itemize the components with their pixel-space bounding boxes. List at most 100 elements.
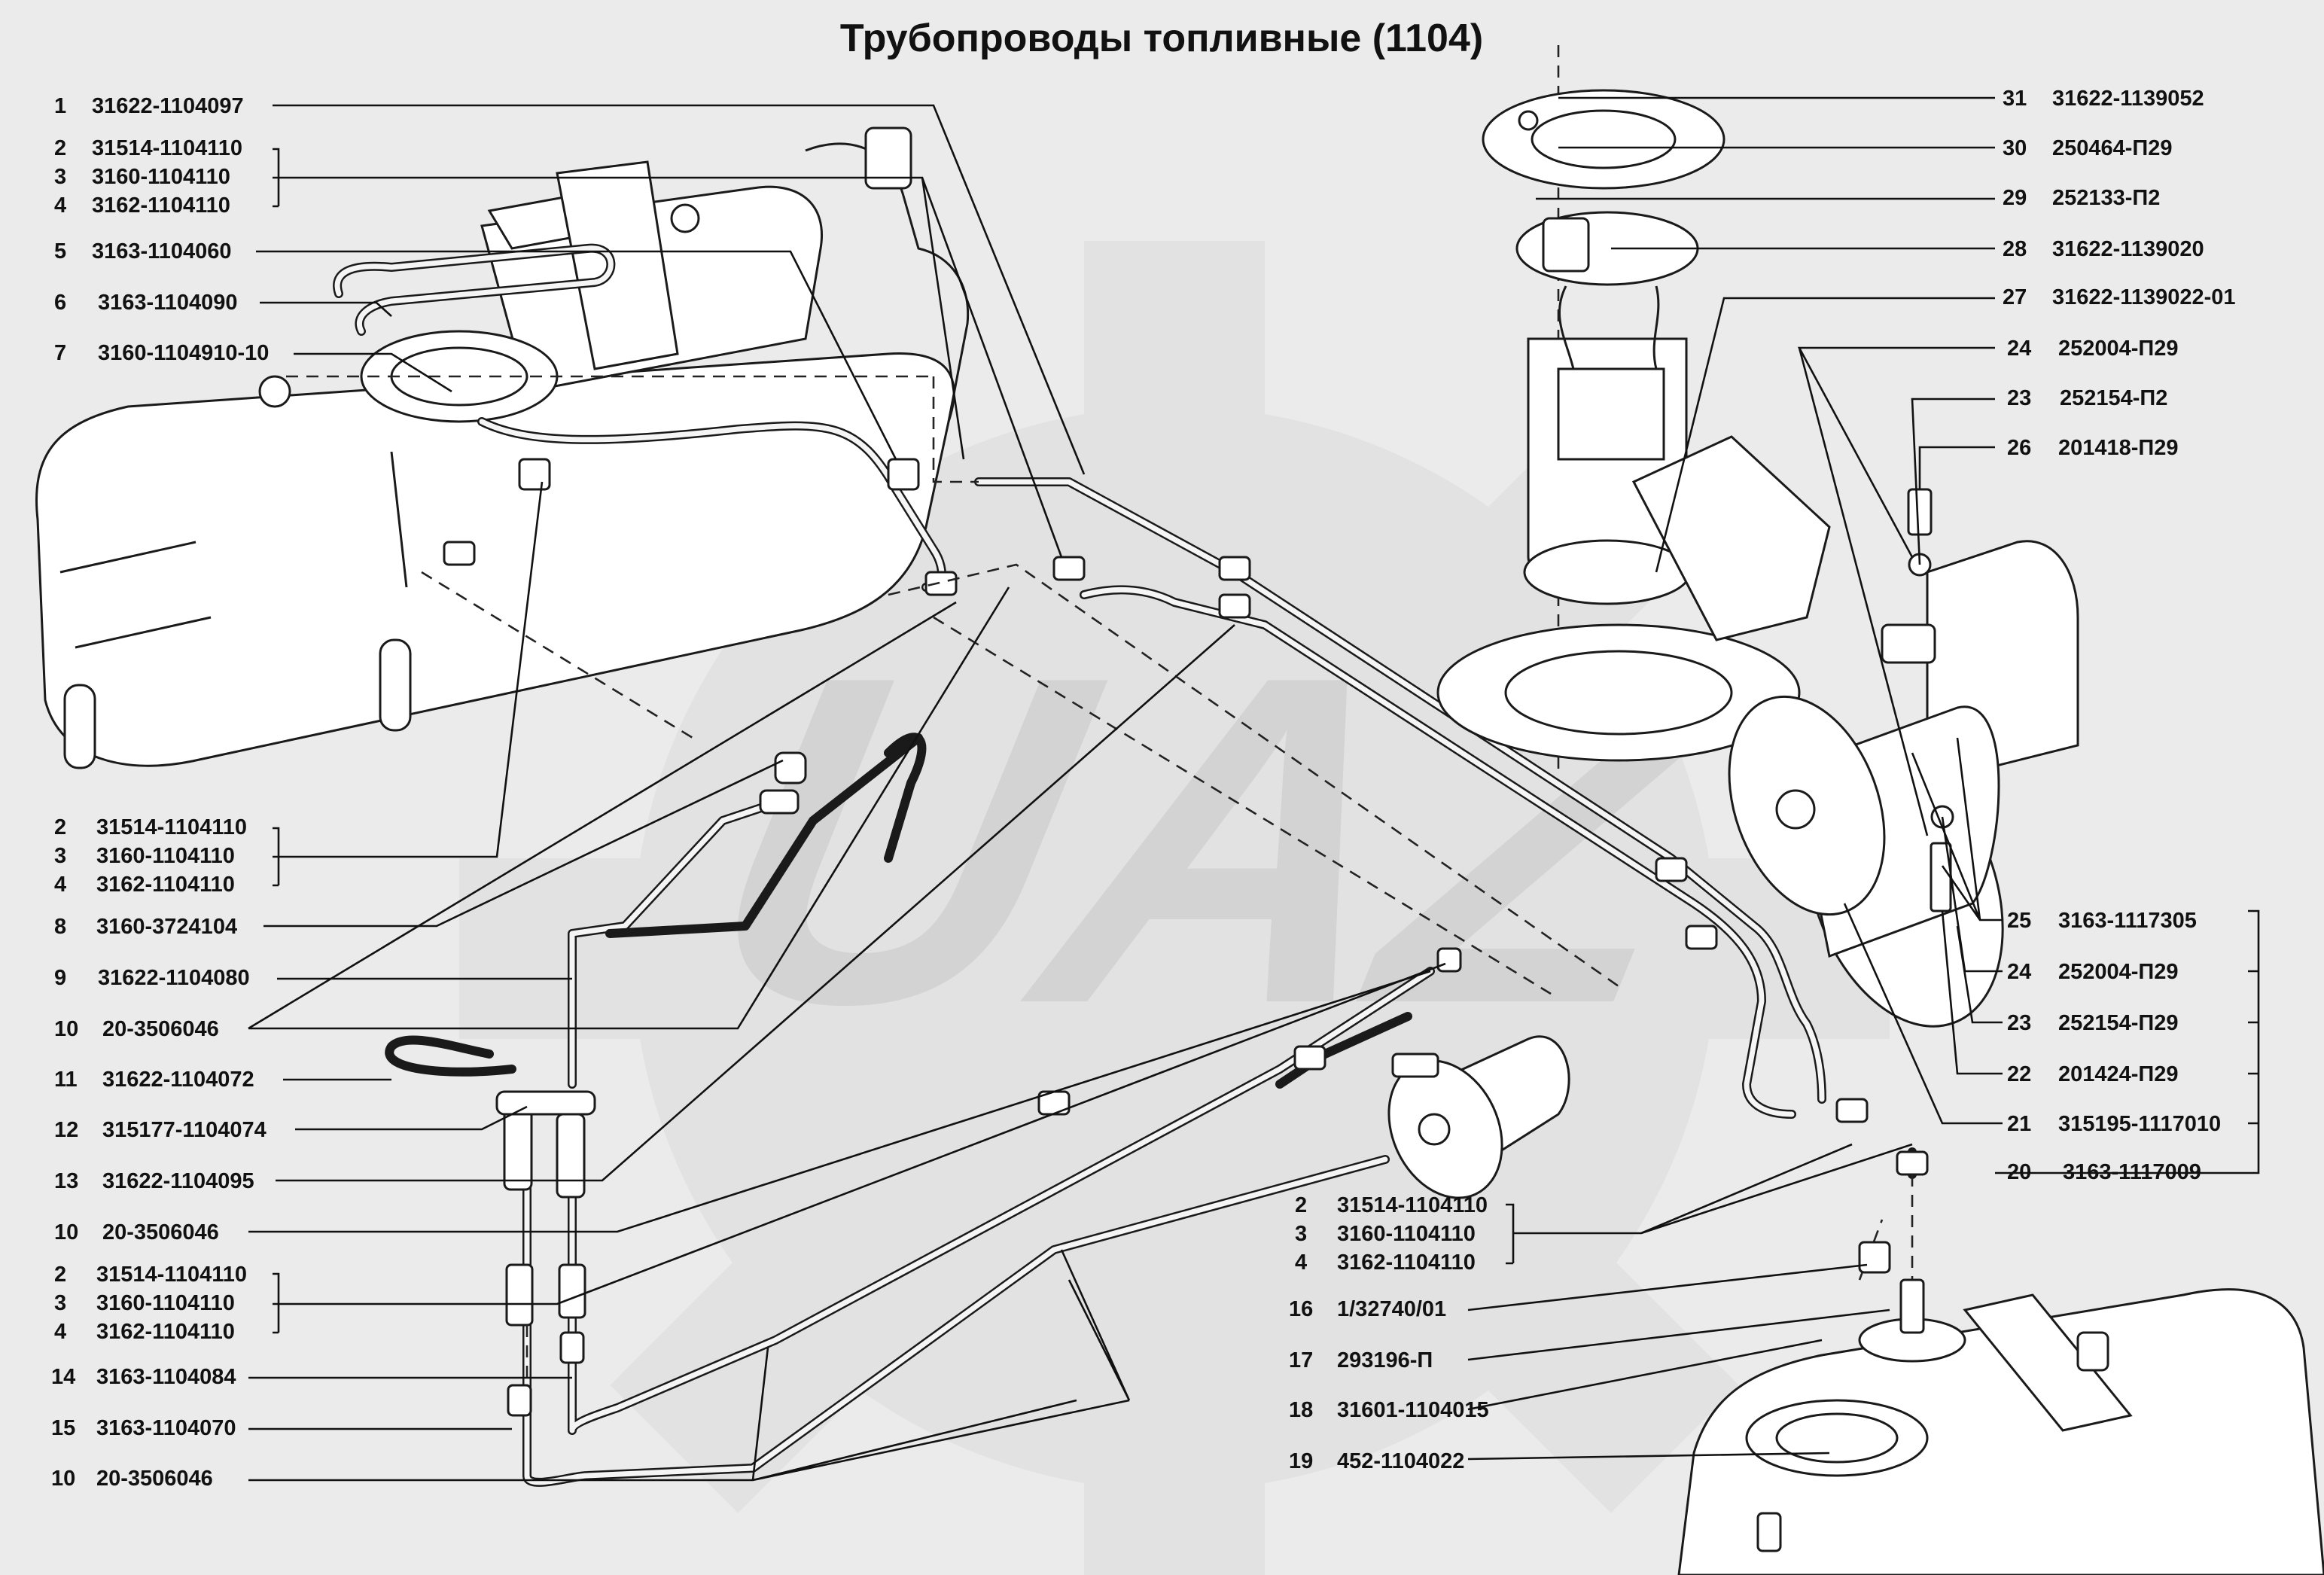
callout-code: 293196-П	[1337, 1348, 1433, 1372]
svg-text:31622-1104095: 31622-1104095	[102, 1169, 254, 1193]
callout-number: 14	[51, 1365, 75, 1389]
svg-text:3160-1104110: 3160-1104110	[92, 165, 230, 189]
callout-number: 12	[54, 1118, 78, 1142]
svg-text:15: 15	[51, 1416, 75, 1440]
svg-text:3: 3	[54, 844, 66, 868]
svg-text:452-1104022: 452-1104022	[1337, 1449, 1464, 1473]
callout-code: 3160-1104910-10	[98, 341, 269, 365]
callout-code: 3163-1104090	[98, 291, 237, 315]
svg-text:7: 7	[54, 341, 66, 365]
svg-text:31514-1104110: 31514-1104110	[96, 815, 247, 839]
svg-text:315177-1104074: 315177-1104074	[102, 1118, 267, 1142]
callout-number: 13	[54, 1169, 78, 1193]
callout-code: 3163-1104070	[96, 1416, 236, 1440]
svg-text:16: 16	[1289, 1297, 1313, 1321]
callout-code: 31622-1139020	[2052, 237, 2204, 261]
callouts-right-top: 31 31622-1139052 30 250464-П29 29 252133…	[2003, 87, 2236, 460]
svg-text:31622-1139022-01: 31622-1139022-01	[2052, 285, 2236, 309]
svg-text:20-3506046: 20-3506046	[102, 1220, 219, 1244]
fuel-filter-right	[1728, 488, 2079, 1028]
callout-code: 20-3506046	[102, 1220, 219, 1244]
svg-text:6: 6	[54, 291, 66, 315]
svg-text:19: 19	[1289, 1449, 1313, 1473]
svg-text:250464-П29: 250464-П29	[2052, 136, 2173, 160]
callout-code: 3160-1104110	[96, 844, 235, 868]
callouts-right-mid: 25 3163-1117305 24 252004-П29 23 252154-…	[2007, 909, 2221, 1184]
callout-number: 18	[1289, 1398, 1313, 1422]
svg-text:4: 4	[54, 193, 66, 218]
callout-code: 31514-1104110	[92, 136, 242, 160]
svg-text:20-3506046: 20-3506046	[102, 1017, 219, 1041]
callout-code: 252004-П29	[2058, 337, 2179, 361]
callout-number: 4	[54, 873, 66, 897]
callout-number: 3	[54, 165, 66, 189]
svg-text:3162-1104110: 3162-1104110	[96, 873, 235, 897]
callout-code: 31514-1104110	[1337, 1193, 1488, 1217]
callouts-left: 1 31622-1104097 2 31514-1104110 3 3160-1…	[51, 94, 269, 1491]
callout-number: 24	[2007, 337, 2031, 361]
svg-text:9: 9	[54, 966, 66, 990]
svg-text:31514-1104110: 31514-1104110	[92, 136, 242, 160]
svg-text:11: 11	[54, 1068, 78, 1092]
callout-code: 31514-1104110	[96, 815, 247, 839]
svg-text:1/32740/01: 1/32740/01	[1337, 1297, 1446, 1321]
callout-code: 31622-1139022-01	[2052, 285, 2236, 309]
callout-code: 252133-П2	[2052, 186, 2160, 210]
callout-code: 315195-1117010	[2058, 1112, 2221, 1136]
fuel-filter-middle	[1387, 1035, 1570, 1199]
svg-text:252154-П2: 252154-П2	[2060, 386, 2167, 410]
svg-text:3162-1104110: 3162-1104110	[92, 193, 230, 218]
svg-text:31514-1104110: 31514-1104110	[1337, 1193, 1488, 1217]
callout-number: 16	[1289, 1297, 1313, 1321]
svg-text:24: 24	[2007, 960, 2031, 984]
svg-text:31622-1104097: 31622-1104097	[92, 94, 244, 118]
callout-code: 3163-1104060	[92, 239, 231, 264]
callout-number: 3	[54, 844, 66, 868]
svg-text:3160-1104110: 3160-1104110	[1337, 1222, 1476, 1246]
svg-text:3163-1104070: 3163-1104070	[96, 1416, 236, 1440]
callout-code: 3162-1104110	[1337, 1251, 1476, 1275]
callout-number: 2	[54, 1263, 66, 1287]
svg-text:252004-П29: 252004-П29	[2058, 337, 2179, 361]
callout-number: 7	[54, 341, 66, 365]
callout-code: 20-3506046	[102, 1017, 219, 1041]
svg-text:25: 25	[2007, 909, 2031, 933]
callout-number: 21	[2007, 1112, 2031, 1136]
leader-lines	[248, 96, 2260, 1482]
svg-text:20-3506046: 20-3506046	[96, 1467, 213, 1491]
svg-text:21: 21	[2007, 1112, 2031, 1136]
callout-code: 3160-1104110	[92, 165, 230, 189]
callout-number: 3	[1295, 1222, 1307, 1246]
svg-text:10: 10	[54, 1220, 78, 1244]
svg-text:17: 17	[1289, 1348, 1313, 1372]
svg-text:3163-1104060: 3163-1104060	[92, 239, 231, 264]
svg-text:252133-П2: 252133-П2	[2052, 186, 2160, 210]
svg-text:10: 10	[51, 1467, 75, 1491]
svg-text:13: 13	[54, 1169, 78, 1193]
callout-number: 2	[54, 136, 66, 160]
callout-number: 27	[2003, 285, 2027, 309]
svg-text:2: 2	[54, 815, 66, 839]
callout-number: 10	[51, 1467, 75, 1491]
callout-number: 29	[2003, 186, 2027, 210]
callout-code: 452-1104022	[1337, 1449, 1464, 1473]
svg-text:3: 3	[1295, 1222, 1307, 1246]
callout-number: 23	[2007, 1011, 2031, 1035]
fuel-pipes	[333, 243, 1917, 1487]
callout-number: 23	[2007, 386, 2031, 410]
svg-text:201418-П29: 201418-П29	[2058, 436, 2179, 460]
svg-text:3162-1104110: 3162-1104110	[1337, 1251, 1476, 1275]
svg-text:12: 12	[54, 1118, 78, 1142]
callout-number: 17	[1289, 1348, 1313, 1372]
svg-text:4: 4	[1295, 1251, 1307, 1275]
callout-number: 10	[54, 1017, 78, 1041]
svg-text:4: 4	[54, 873, 66, 897]
svg-text:3: 3	[54, 1291, 66, 1315]
callout-number: 4	[54, 193, 66, 218]
callout-code: 315177-1104074	[102, 1118, 267, 1142]
callout-number: 22	[2007, 1062, 2031, 1086]
callout-code: 31622-1104095	[102, 1169, 254, 1193]
callout-code: 31622-1104072	[102, 1068, 254, 1092]
svg-text:8: 8	[54, 915, 66, 939]
svg-text:3160-1104910-10: 3160-1104910-10	[98, 341, 269, 365]
